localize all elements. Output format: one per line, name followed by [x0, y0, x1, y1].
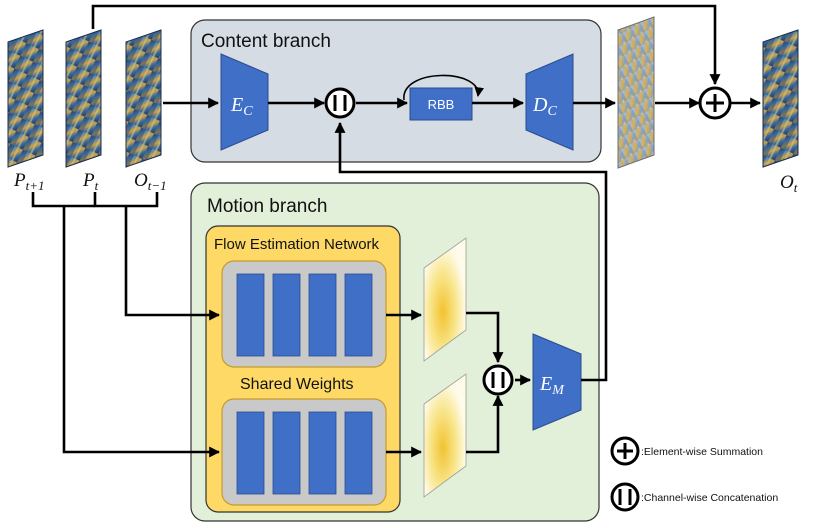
bracket-lower: [31, 192, 95, 208]
conv-layer: [236, 411, 265, 495]
content-branch-title: Content branch: [201, 31, 331, 52]
flow-map-lower: [423, 373, 467, 498]
content-decoder-block[interactable]: [525, 53, 574, 151]
legend-concat-text: :Channel-wise Concatenation: [641, 492, 778, 504]
legend-concat-icon: [610, 482, 640, 512]
concat-operator-motion: [482, 364, 514, 396]
legend-sum-icon: [610, 436, 640, 466]
bracket-upper: [93, 192, 159, 208]
label-p-t: Pt: [82, 170, 99, 193]
label-o-t-minus-1: Ot−1: [134, 170, 167, 193]
conv-layer: [272, 273, 301, 357]
conv-layer: [344, 411, 373, 495]
content-decoder-label: DC: [532, 94, 557, 119]
input-frame-p-t-plus-1: [7, 29, 44, 168]
wire-rbb-loop: [403, 74, 484, 101]
input-frame-o-t-minus-1: [125, 29, 162, 168]
conv-layer: [344, 273, 373, 357]
wire-skip-to-sum: [91, 4, 721, 86]
flow-layers-lower: [236, 411, 373, 495]
legend-sum-text: :Element-wise Summation: [641, 446, 763, 458]
shared-weights-label: Shared Weights: [240, 376, 354, 393]
flow-network-title: Flow Estimation Network: [214, 236, 380, 253]
content-branch-box: [190, 19, 602, 163]
flow-map-upper: [423, 237, 467, 362]
rbb-label: RBB: [428, 97, 455, 112]
concat-operator-content: [324, 87, 356, 119]
conv-layer: [308, 411, 337, 495]
motion-branch-title: Motion branch: [207, 196, 327, 217]
sum-operator: [698, 86, 732, 120]
wire-bracket-lower-to-flow: [62, 206, 221, 458]
wire-motion-to-content: [334, 121, 608, 382]
label-p-t-plus-1: Pt+1: [13, 170, 45, 193]
conv-layer: [236, 273, 265, 357]
motion-encoder-block[interactable]: [532, 333, 582, 431]
conv-layer: [308, 273, 337, 357]
wire-flowmap-upper-to-concat: [466, 311, 504, 364]
content-output-frame: [617, 16, 655, 169]
content-encoder-label: EC: [230, 94, 253, 119]
wire-flowmap-lower-to-concat: [466, 394, 504, 454]
conv-layer: [272, 411, 301, 495]
content-encoder-block[interactable]: [220, 53, 269, 151]
wire-bracket-upper-to-flow: [124, 206, 221, 321]
output-frame-o-t: [762, 29, 799, 168]
input-frame-p-t: [65, 29, 102, 168]
flow-layers-upper: [236, 273, 373, 357]
motion-encoder-label: EM: [539, 373, 565, 398]
label-o-t: Ot: [780, 172, 798, 195]
